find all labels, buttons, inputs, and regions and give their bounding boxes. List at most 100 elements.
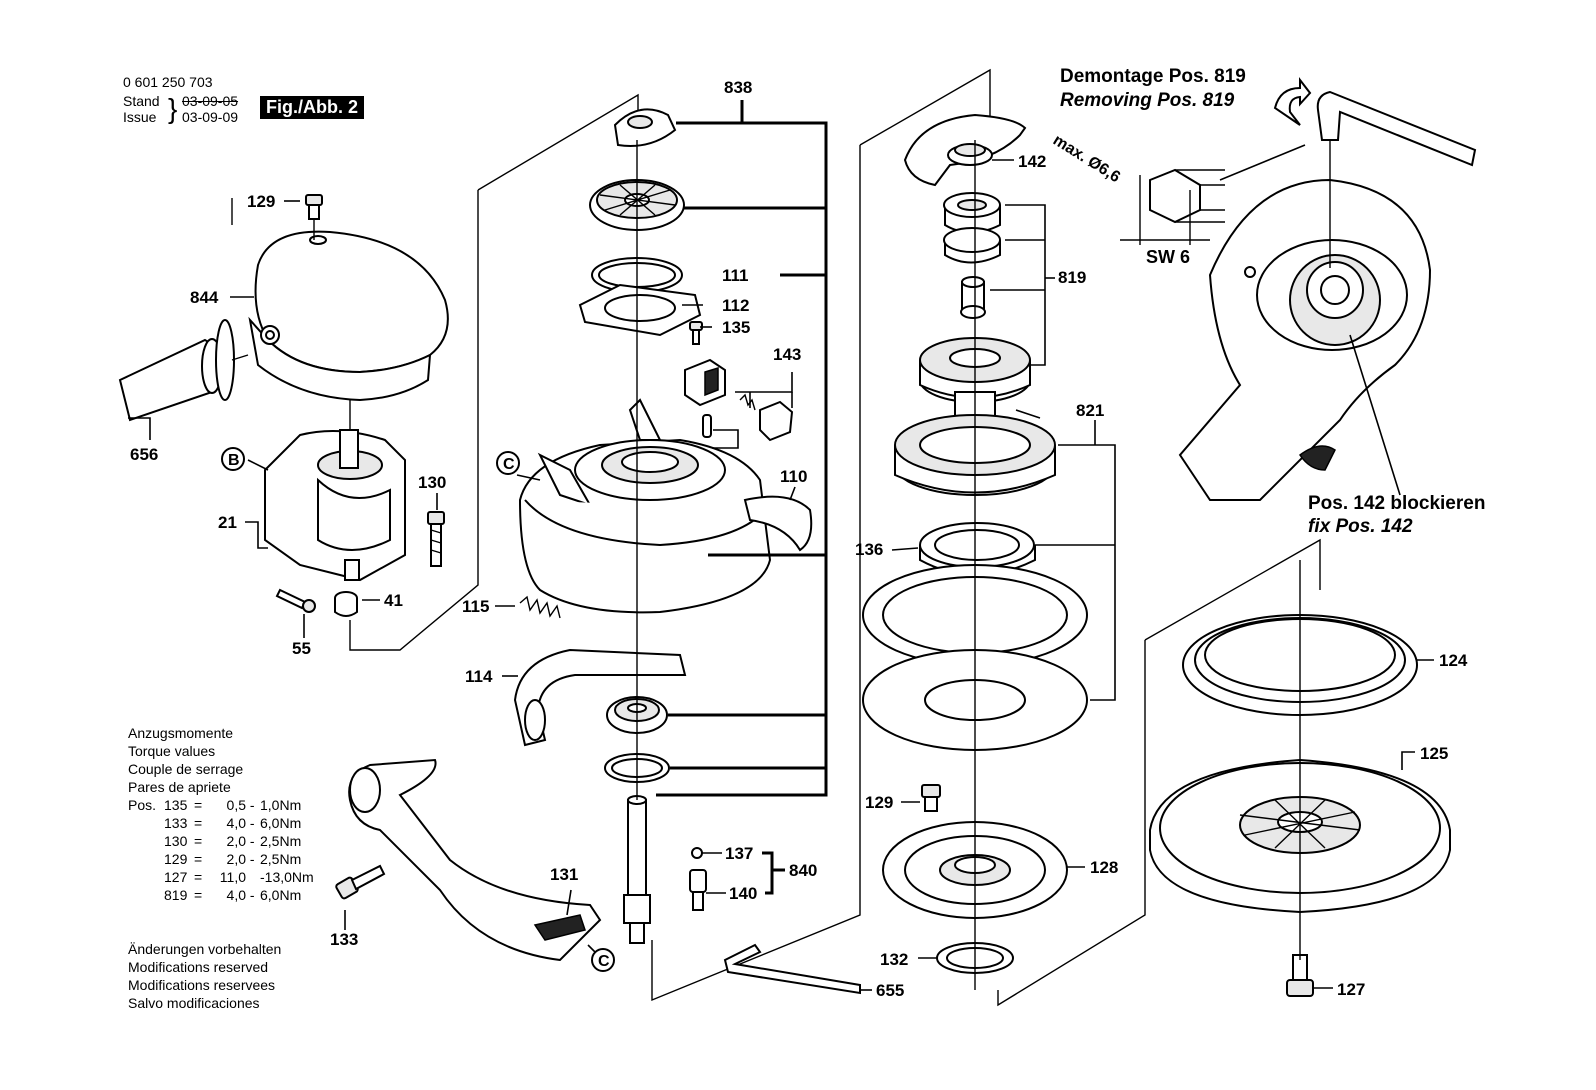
torque-eq: = bbox=[194, 833, 203, 849]
motor-assembly-21 bbox=[264, 400, 406, 582]
gear-cap-838 bbox=[613, 108, 677, 147]
leader-lines bbox=[128, 159, 1434, 991]
torque-from: 2,0 bbox=[226, 833, 246, 849]
bracket-143 bbox=[712, 372, 793, 449]
sleeve-41 bbox=[334, 591, 358, 617]
part-label-112: 112 bbox=[722, 296, 749, 315]
rotate-arrow-icon bbox=[1273, 77, 1312, 126]
torque-table: Pos. 135 = 0,5 - 1,0Nm 133 = 4,0 - 6,0Nm… bbox=[128, 796, 326, 904]
brush-holder-143 bbox=[684, 358, 794, 442]
part-label-129b: 129 bbox=[865, 793, 893, 812]
part-label-127: 127 bbox=[1337, 980, 1365, 999]
spring-115 bbox=[519, 595, 561, 619]
torque-dash bbox=[246, 868, 260, 886]
plate-112 bbox=[578, 283, 702, 337]
part-label-132: 132 bbox=[880, 950, 908, 969]
torque-title: Anzugsmomente Torque values Couple de se… bbox=[128, 724, 243, 796]
part-label-c1: C bbox=[503, 456, 515, 473]
screw-135 bbox=[689, 321, 703, 345]
part-label-844: 844 bbox=[190, 288, 219, 307]
removing-title-de: Demontage Pos. 819 bbox=[1060, 66, 1246, 87]
fix-title-de: Pos. 142 blockieren bbox=[1308, 493, 1486, 514]
torque-from: 4,0 bbox=[226, 815, 246, 831]
part-label-128: 128 bbox=[1090, 858, 1118, 877]
torque-from: 11,0 bbox=[219, 869, 246, 885]
torque-from: 0,5 bbox=[226, 797, 246, 813]
part-label-125: 125 bbox=[1420, 744, 1448, 763]
assembly-axes bbox=[636, 140, 1301, 990]
stand-label: Stand bbox=[123, 93, 160, 109]
part-label-111: 111 bbox=[722, 266, 749, 285]
part-label-129a: 129 bbox=[247, 192, 275, 211]
torque-dash: - bbox=[246, 797, 255, 813]
part-label-656: 656 bbox=[130, 445, 158, 464]
torque-eq: = bbox=[194, 815, 203, 831]
torque-to: 2,5Nm bbox=[260, 833, 302, 849]
detail-view bbox=[1178, 178, 1432, 501]
torque-row: 130 = 2,0 - 2,5Nm bbox=[128, 832, 326, 850]
screw-133 bbox=[335, 864, 386, 900]
part-label-143: 143 bbox=[773, 345, 801, 364]
wrench-size: SW 6 bbox=[1146, 247, 1191, 267]
torque-eq: = bbox=[194, 851, 203, 867]
screw-55 bbox=[275, 588, 316, 613]
torque-title-line: Torque values bbox=[128, 743, 216, 759]
part-label-840: 840 bbox=[789, 861, 817, 880]
torque-dash: - bbox=[246, 833, 255, 849]
guide-110 bbox=[743, 495, 813, 552]
part-label-131: 131 bbox=[550, 865, 578, 884]
label-marker-c2 bbox=[591, 948, 615, 972]
part-label-655: 655 bbox=[876, 981, 904, 1000]
torque-to: 2,5Nm bbox=[260, 851, 302, 867]
torque-row: 133 = 4,0 - 6,0Nm bbox=[128, 814, 326, 832]
torque-dash: - bbox=[246, 815, 255, 831]
torque-eq: = bbox=[194, 869, 203, 885]
bracket-821 bbox=[1015, 409, 1116, 701]
removing-title-en: Removing Pos. 819 bbox=[1060, 90, 1235, 111]
part-label-41: 41 bbox=[384, 591, 403, 610]
torque-from: 4,0 bbox=[226, 887, 246, 903]
bearing-819-lower bbox=[943, 227, 1001, 264]
modifications-line: Modifications reserved bbox=[128, 959, 269, 975]
torque-prefix: Pos. bbox=[128, 797, 157, 813]
part-label-838: 838 bbox=[724, 78, 752, 97]
modifications-line: Salvo modificaciones bbox=[128, 995, 260, 1011]
part-label-115: 115 bbox=[462, 597, 489, 616]
torque-row: Pos. 135 = 0,5 - 1,0Nm bbox=[128, 796, 326, 814]
part-label-136: 136 bbox=[855, 540, 883, 559]
part-label-55: 55 bbox=[292, 639, 311, 658]
torque-title-line: Pares de apriete bbox=[128, 779, 231, 795]
pin-137 bbox=[691, 847, 703, 859]
part-label-135: 135 bbox=[722, 318, 750, 337]
screw-130 bbox=[427, 511, 445, 567]
pin-140 bbox=[689, 869, 707, 911]
part-label-c2: C bbox=[598, 953, 610, 970]
part-labels: 129 844 656 B 21 130 41 55 838 111 112 1… bbox=[130, 78, 1468, 1000]
part-label-133: 133 bbox=[330, 930, 358, 949]
issue-label: Issue bbox=[123, 109, 157, 125]
modifications-note: Änderungen vorbehalten Modifications res… bbox=[128, 940, 281, 1012]
cover-142 bbox=[903, 113, 1027, 187]
torque-to: 6,0Nm bbox=[260, 887, 302, 903]
screw-129-lower bbox=[921, 784, 941, 812]
fix-title-en: fix Pos. 142 bbox=[1308, 516, 1413, 537]
bracket-840 bbox=[762, 851, 785, 895]
handle-656 bbox=[118, 319, 249, 422]
torque-pos: 127 bbox=[164, 869, 188, 885]
bearing-819-upper bbox=[943, 192, 1001, 234]
torque-title-line: Anzugsmomente bbox=[128, 725, 234, 741]
part-label-110: 110 bbox=[780, 467, 807, 486]
handle-131 bbox=[348, 758, 602, 962]
part-label-137: 137 bbox=[725, 844, 753, 863]
bracket-838 bbox=[656, 100, 828, 797]
part-label-124: 124 bbox=[1439, 651, 1468, 670]
hex-dimension-detail bbox=[1120, 144, 1306, 245]
column-frames bbox=[231, 68, 1321, 1007]
old-date: 03-09-05 bbox=[182, 93, 239, 109]
torque-pos: 133 bbox=[164, 815, 188, 831]
gear-housing-main bbox=[518, 398, 772, 614]
torque-pos: 819 bbox=[164, 887, 188, 903]
torque-row: 129 = 2,0 - 2,5Nm bbox=[128, 850, 326, 868]
brace-glyph: } bbox=[168, 93, 178, 124]
